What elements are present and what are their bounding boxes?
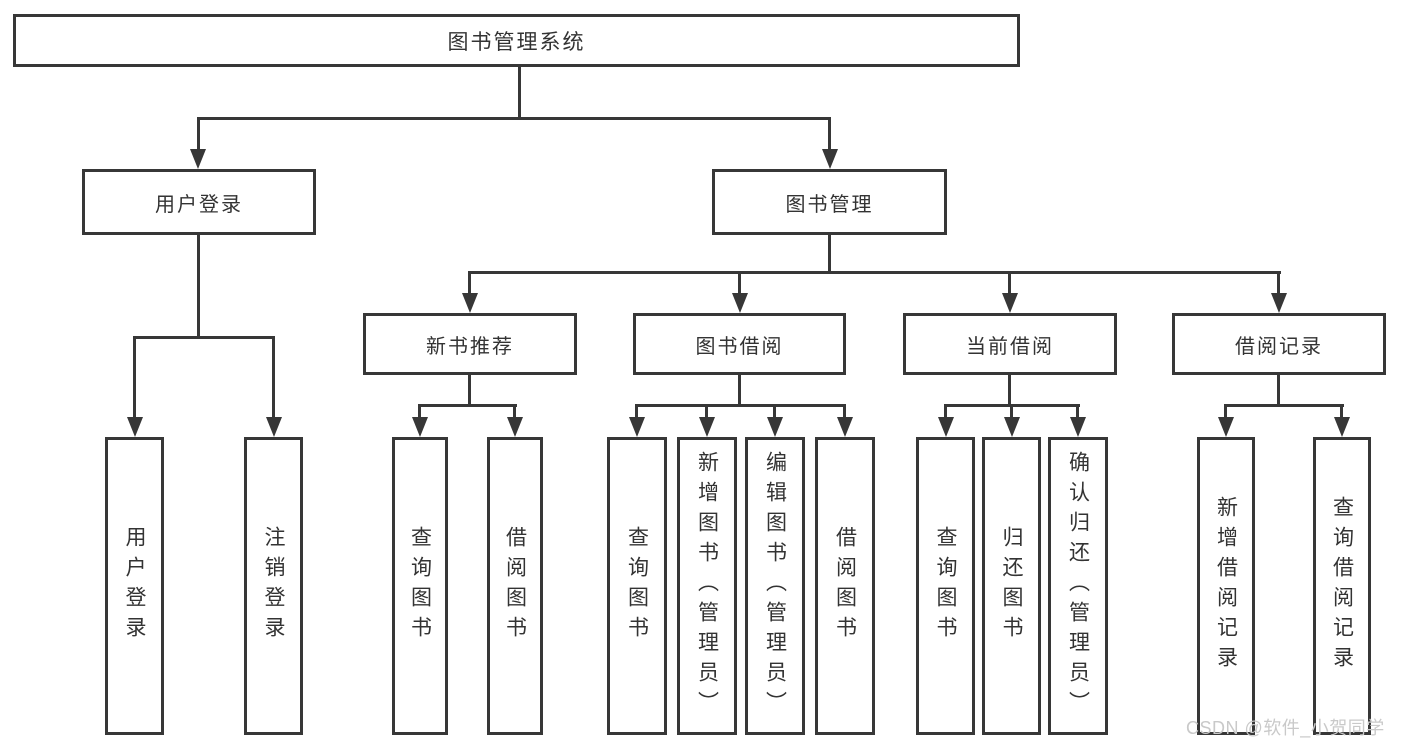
arrow-down-icon xyxy=(412,417,428,437)
connector-drop-recommend xyxy=(468,273,471,295)
node-current-borrow-label: 当前借阅 xyxy=(966,335,1054,358)
node-leaf-add-borrow-record: 新增借阅记录 xyxy=(1197,437,1255,735)
node-new-book-recommend-label: 新书推荐 xyxy=(426,335,514,358)
node-leaf-query-borrow-record: 查询借阅记录 xyxy=(1313,437,1371,735)
arrow-down-icon xyxy=(732,293,748,313)
node-leaf-query-book-recommend-label: 查询图书 xyxy=(408,526,432,646)
connector-current-borrow-rail xyxy=(944,404,1080,407)
arrow-down-icon xyxy=(767,417,783,437)
node-leaf-confirm-return-admin-label: 确认归还（管理员） xyxy=(1066,451,1090,721)
connector-drop-logout-leaf xyxy=(272,338,275,419)
node-leaf-logout: 注销登录 xyxy=(244,437,303,735)
arrow-down-icon xyxy=(938,417,954,437)
connector-drop-current-borrow xyxy=(1008,273,1011,295)
node-leaf-edit-book-admin: 编辑图书（管理员） xyxy=(745,437,805,735)
node-book-management-label: 图书管理 xyxy=(785,193,874,216)
connector-drop-book-borrow xyxy=(738,273,741,295)
connector-drop-leaf xyxy=(705,406,708,419)
connector-drop-leaf xyxy=(843,406,846,419)
node-new-book-recommend: 新书推荐 xyxy=(363,313,577,375)
node-leaf-query-borrow-record-label: 查询借阅记录 xyxy=(1330,496,1354,676)
node-book-borrow: 图书借阅 xyxy=(633,313,846,375)
node-leaf-borrow-book-label: 借阅图书 xyxy=(833,526,857,646)
arrow-down-icon xyxy=(1271,293,1287,313)
node-borrow-record: 借阅记录 xyxy=(1172,313,1386,375)
node-leaf-return-book-label: 归还图书 xyxy=(1000,526,1023,646)
arrow-down-icon xyxy=(190,149,206,169)
connector-recommend-stem xyxy=(468,374,471,406)
node-root: 图书管理系统 xyxy=(13,14,1020,67)
node-current-borrow: 当前借阅 xyxy=(903,313,1117,375)
node-leaf-user-login-label: 用户登录 xyxy=(123,526,146,646)
node-leaf-query-book-recommend: 查询图书 xyxy=(392,437,448,735)
connector-drop-user-login xyxy=(197,119,200,151)
connector-drop-leaf xyxy=(944,406,947,419)
node-leaf-add-book-admin: 新增图书（管理员） xyxy=(677,437,737,735)
arrow-down-icon xyxy=(127,417,143,437)
connector-drop-leaf xyxy=(418,406,421,419)
arrow-down-icon xyxy=(699,417,715,437)
connector-drop-borrow-record xyxy=(1277,273,1280,295)
connector-drop-leaf xyxy=(1076,406,1079,419)
connector-recommend-rail xyxy=(418,404,517,407)
connector-drop-user-login-leaf xyxy=(133,338,136,419)
connector-drop-book-management xyxy=(828,119,831,151)
arrow-down-icon xyxy=(507,417,523,437)
connector-book-management-rail xyxy=(468,271,1281,274)
node-leaf-query-book-borrow-label: 查询图书 xyxy=(625,526,649,646)
node-leaf-add-book-admin-label: 新增图书（管理员） xyxy=(695,451,719,721)
node-leaf-return-book: 归还图书 xyxy=(982,437,1041,735)
connector-drop-leaf xyxy=(773,406,776,419)
arrow-down-icon xyxy=(629,417,645,437)
arrow-down-icon xyxy=(822,149,838,169)
arrow-down-icon xyxy=(1070,417,1086,437)
connector-user-login-stem xyxy=(197,234,200,338)
arrow-down-icon xyxy=(1218,417,1234,437)
connector-user-login-rail xyxy=(133,336,275,339)
node-leaf-query-book-borrow: 查询图书 xyxy=(607,437,667,735)
node-book-management: 图书管理 xyxy=(712,169,947,235)
connector-root-rail xyxy=(197,117,831,120)
node-leaf-query-book-current-label: 查询图书 xyxy=(934,526,957,646)
connector-book-borrow-rail xyxy=(635,404,846,407)
node-leaf-logout-label: 注销登录 xyxy=(262,526,285,646)
csdn-watermark: CSDN @软件_小贺同学 xyxy=(1186,718,1385,738)
node-leaf-query-book-current: 查询图书 xyxy=(916,437,975,735)
node-book-borrow-label: 图书借阅 xyxy=(695,335,784,358)
node-leaf-borrow-book: 借阅图书 xyxy=(815,437,875,735)
node-user-login: 用户登录 xyxy=(82,169,316,235)
node-borrow-record-label: 借阅记录 xyxy=(1235,335,1323,358)
node-leaf-add-borrow-record-label: 新增借阅记录 xyxy=(1214,496,1238,676)
connector-borrow-record-rail xyxy=(1224,404,1344,407)
node-leaf-edit-book-admin-label: 编辑图书（管理员） xyxy=(763,451,787,721)
node-root-label: 图书管理系统 xyxy=(447,30,586,54)
connector-root-stem xyxy=(518,67,521,120)
node-user-login-label: 用户登录 xyxy=(155,193,243,216)
arrow-down-icon xyxy=(1002,293,1018,313)
arrow-down-icon xyxy=(1004,417,1020,437)
connector-borrow-record-stem xyxy=(1277,374,1280,406)
connector-book-management-stem xyxy=(828,234,831,273)
node-leaf-borrow-book-recommend: 借阅图书 xyxy=(487,437,543,735)
connector-drop-leaf xyxy=(1010,406,1013,419)
connector-drop-leaf xyxy=(1340,406,1343,419)
connector-book-borrow-stem xyxy=(738,374,741,406)
connector-drop-leaf xyxy=(635,406,638,419)
connector-drop-leaf xyxy=(513,406,516,419)
connector-drop-leaf xyxy=(1224,406,1227,419)
arrow-down-icon xyxy=(837,417,853,437)
node-leaf-borrow-book-recommend-label: 借阅图书 xyxy=(503,526,527,646)
arrow-down-icon xyxy=(462,293,478,313)
arrow-down-icon xyxy=(1334,417,1350,437)
node-leaf-user-login: 用户登录 xyxy=(105,437,164,735)
connector-current-borrow-stem xyxy=(1008,374,1011,406)
node-leaf-confirm-return-admin: 确认归还（管理员） xyxy=(1048,437,1108,735)
arrow-down-icon xyxy=(266,417,282,437)
